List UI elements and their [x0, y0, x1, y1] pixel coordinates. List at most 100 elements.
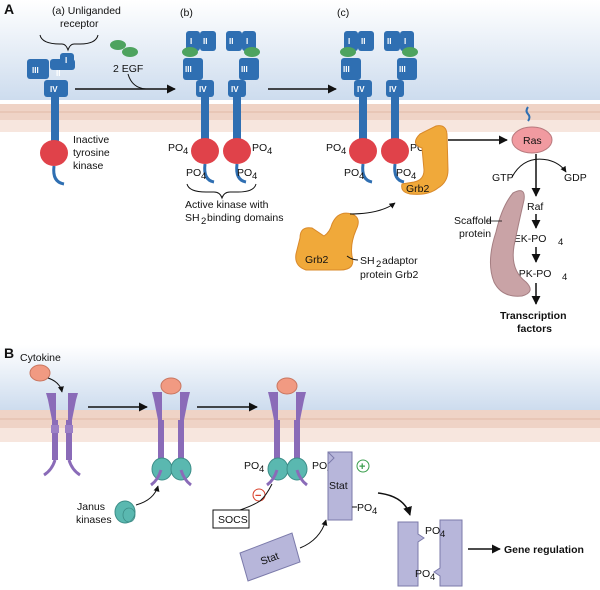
- svg-text:4: 4: [267, 146, 272, 157]
- cytokine-label: Cytokine: [20, 352, 61, 364]
- egf-ligand-1: [110, 40, 126, 50]
- svg-text:Stat: Stat: [329, 480, 348, 492]
- svg-text:4: 4: [430, 572, 435, 583]
- svg-text:−: −: [255, 490, 261, 502]
- janus-kinase-free: [114, 500, 136, 524]
- svg-text:IV: IV: [50, 85, 58, 94]
- membrane-inner-a: [0, 120, 600, 132]
- svg-text:4: 4: [558, 237, 563, 248]
- svg-text:IV: IV: [231, 85, 239, 94]
- grb2-bound: [401, 125, 449, 195]
- svg-text:III: III: [185, 65, 192, 74]
- svg-text:Scaffold: Scaffold: [454, 215, 492, 227]
- scaffold-protein: [490, 190, 531, 297]
- svg-text:4: 4: [440, 529, 445, 540]
- svg-text:4: 4: [359, 171, 364, 182]
- gene-regulation-label: Gene regulation: [504, 544, 584, 556]
- svg-text:III: III: [241, 65, 248, 74]
- svg-text:I: I: [246, 37, 248, 46]
- svg-text:SH: SH: [185, 212, 200, 224]
- svg-text:4: 4: [341, 146, 346, 157]
- bracket-a: [39, 34, 99, 52]
- svg-text:Inactive: Inactive: [73, 134, 109, 146]
- svg-text:PO: PO: [415, 568, 430, 580]
- svg-text:4: 4: [411, 171, 416, 182]
- egf-receptor-dimer-b: I II III IV II I III IV: [182, 31, 260, 184]
- svg-text:III: III: [32, 66, 39, 75]
- svg-text:2: 2: [201, 216, 206, 227]
- svg-text:binding domains: binding domains: [207, 212, 283, 224]
- svg-text:(b): (b): [180, 7, 193, 19]
- cytokine-receptor-2: [150, 377, 192, 487]
- unliganded-receptor: III I II IV: [27, 53, 75, 186]
- egf-label: 2 EGF: [113, 63, 143, 75]
- stat-bound: [327, 451, 353, 521]
- svg-text:adaptor: adaptor: [382, 255, 418, 267]
- cytokine: [29, 364, 51, 382]
- svg-text:Grb2: Grb2: [305, 254, 329, 266]
- svg-text:PO: PO: [168, 142, 183, 154]
- panel-a-label: A: [4, 1, 14, 17]
- svg-text:factors: factors: [517, 323, 552, 335]
- svg-text:Janus: Janus: [77, 501, 105, 513]
- svg-text:PO: PO: [326, 142, 341, 154]
- svg-text:I: I: [65, 56, 67, 65]
- svg-text:SOCS: SOCS: [218, 514, 248, 526]
- svg-text:Grb2: Grb2: [406, 183, 430, 195]
- egf-receptor-dimer-c: I II III IV II I III IV: [340, 31, 418, 184]
- svg-text:Raf: Raf: [527, 201, 543, 213]
- svg-text:III: III: [399, 65, 406, 74]
- svg-text:IV: IV: [389, 85, 397, 94]
- svg-text:2: 2: [376, 259, 381, 270]
- svg-text:II: II: [203, 37, 207, 46]
- svg-text:4: 4: [183, 146, 188, 157]
- svg-text:PO: PO: [252, 142, 267, 154]
- cytokine-receptor-3: [266, 377, 308, 487]
- svg-text:II: II: [56, 69, 60, 78]
- svg-text:III: III: [343, 65, 350, 74]
- svg-text:II: II: [229, 37, 233, 46]
- svg-text:PO: PO: [396, 167, 411, 179]
- stat-free: Stat: [239, 532, 301, 582]
- svg-text:PO: PO: [312, 460, 327, 472]
- svg-text:GTP: GTP: [492, 172, 514, 184]
- svg-text:PO: PO: [237, 167, 252, 179]
- egf-ligand-2: [122, 47, 138, 57]
- svg-text:IV: IV: [199, 85, 207, 94]
- svg-text:I: I: [190, 37, 192, 46]
- grb2-free: [295, 212, 359, 271]
- svg-text:4: 4: [201, 171, 206, 182]
- svg-text:4: 4: [259, 464, 264, 475]
- svg-text:PO: PO: [357, 502, 372, 514]
- socs-box: [212, 509, 250, 529]
- svg-text:PO: PO: [425, 525, 440, 537]
- svg-text:II: II: [387, 37, 391, 46]
- step-a-title: (a) Unliganded: [52, 5, 121, 17]
- svg-text:PO: PO: [186, 167, 201, 179]
- extracellular-region-a: [0, 0, 600, 100]
- cytokine-receptor-1: [43, 393, 81, 477]
- svg-text:protein: protein: [459, 228, 491, 240]
- svg-text:4: 4: [372, 506, 377, 517]
- svg-text:(c): (c): [337, 7, 349, 19]
- svg-text:PO: PO: [244, 460, 259, 472]
- step-a-subtitle: receptor: [60, 18, 99, 30]
- svg-text:SH: SH: [360, 255, 375, 267]
- svg-text:protein Grb2: protein Grb2: [360, 269, 419, 281]
- svg-text:II: II: [361, 37, 365, 46]
- svg-text:GDP: GDP: [564, 172, 587, 184]
- stat-dimer: [397, 519, 463, 587]
- svg-text:Ras: Ras: [523, 135, 542, 147]
- svg-text:Transcription: Transcription: [500, 310, 567, 322]
- svg-text:+: +: [359, 461, 365, 473]
- svg-text:I: I: [348, 37, 350, 46]
- active-kinase-label: Active kinase with: [185, 199, 269, 211]
- svg-text:PO: PO: [344, 167, 359, 179]
- ras-protein: [511, 126, 553, 154]
- svg-text:I: I: [404, 37, 406, 46]
- svg-text:4: 4: [562, 272, 567, 283]
- panel-b-label: B: [4, 345, 14, 361]
- svg-text:kinases: kinases: [76, 514, 112, 526]
